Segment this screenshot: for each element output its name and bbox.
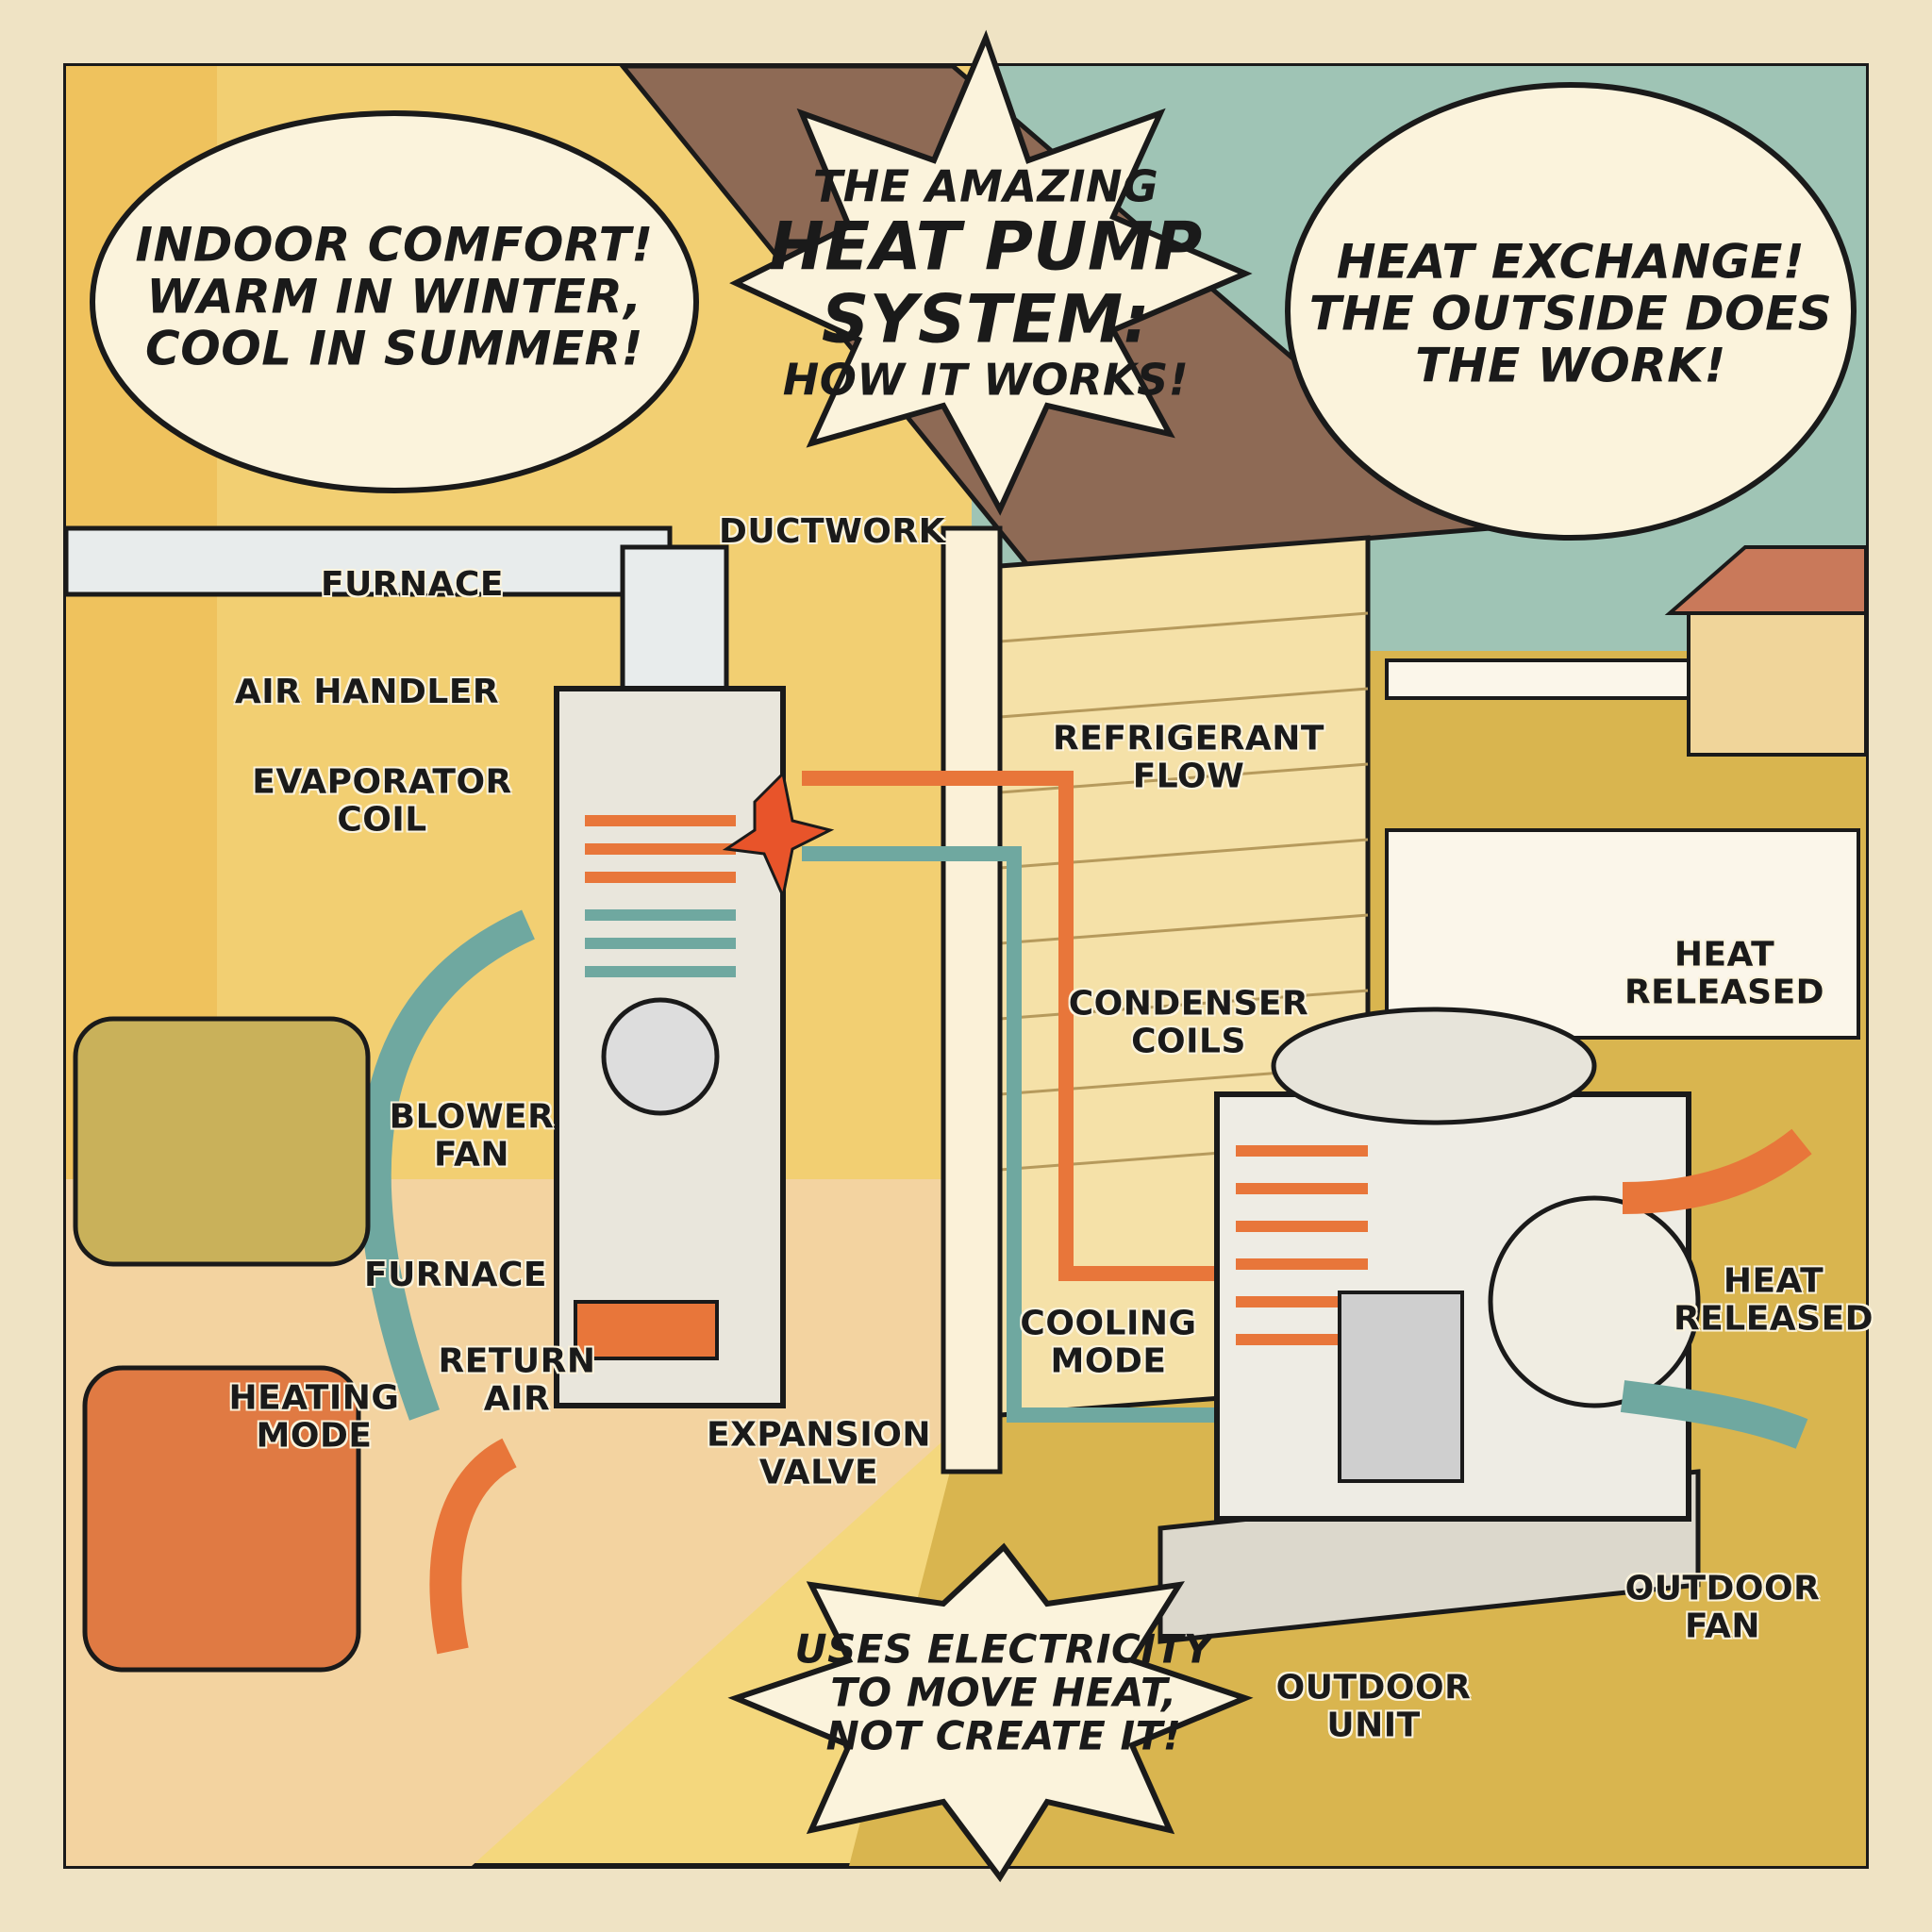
title-line-2: HEAT PUMP (769, 208, 1203, 285)
burst-line: TO MOVE HEAT, (830, 1669, 1177, 1716)
neighbor-house (1687, 602, 1868, 757)
duct (63, 525, 673, 597)
heat-out-arrow (1622, 1128, 1812, 1214)
label-air-handler: AIR HANDLER (234, 673, 500, 712)
corner-post (941, 525, 1003, 1474)
blower-fan (601, 997, 720, 1116)
title: THE AMAZING HEAT PUMP SYSTEM: HOW IT WOR… (769, 162, 1203, 403)
evaporator-coil-hot (585, 815, 736, 883)
outdoor-bubble (1285, 82, 1857, 541)
bubble-line: THE OUTSIDE DOES (1308, 286, 1833, 341)
label-furnace-top: FURNACE (320, 565, 505, 605)
title-burst (729, 29, 1253, 516)
burst-line: NOT CREATE IT! (825, 1713, 1182, 1760)
outdoor-fan-grille (1271, 1007, 1597, 1125)
spark-icon (722, 770, 835, 901)
bubble-line: HEAT EXCHANGE! (1336, 234, 1806, 290)
label-furnace-bottom: FURNACE (363, 1256, 548, 1295)
bubble-line: THE WORK! (1415, 338, 1726, 393)
refrigerant-line-hot (802, 771, 1255, 1281)
airflow-arrow-cold (358, 909, 535, 1421)
return-air-grille (574, 1300, 719, 1360)
title-line-1: THE AMAZING (812, 160, 1159, 212)
electricity-burst (727, 1542, 1254, 1883)
evaporator-coil-cold (585, 909, 736, 977)
refrigerant-line-cold (802, 846, 1255, 1423)
armchair (82, 1365, 361, 1673)
bubble-line: WARM IN WINTER, (146, 269, 642, 325)
condenser-coils (1236, 1145, 1368, 1345)
duct-elbow (620, 544, 729, 710)
compressor (1338, 1291, 1464, 1483)
airflow-arrow-hot (429, 1438, 518, 1655)
title-line-3: SYSTEM: (821, 280, 1151, 358)
outdoor-fan (1488, 1195, 1701, 1408)
label-ductwork: DUCTWORK (718, 512, 946, 552)
indoor-bubble (90, 110, 699, 493)
outdoor-bubble-text: HEAT EXCHANGE! THE OUTSIDE DOES THE WORK… (1308, 234, 1833, 393)
bubble-line: COOL IN SUMMER! (145, 321, 643, 376)
burst-line: USES ELECTRICITY (794, 1625, 1213, 1673)
bubble-line: INDOOR COMFORT! (135, 217, 654, 273)
indoor-bubble-text: INDOOR COMFORT! WARM IN WINTER, COOL IN … (135, 217, 654, 376)
title-line-4: HOW IT WORKS! (782, 354, 1190, 405)
neighbor-roof (1664, 545, 1868, 615)
electricity-burst-text: USES ELECTRICITY TO MOVE HEAT, NOT CREAT… (794, 1625, 1213, 1760)
cool-out-arrow (1620, 1380, 1808, 1449)
sofa-with-family (73, 1016, 371, 1267)
